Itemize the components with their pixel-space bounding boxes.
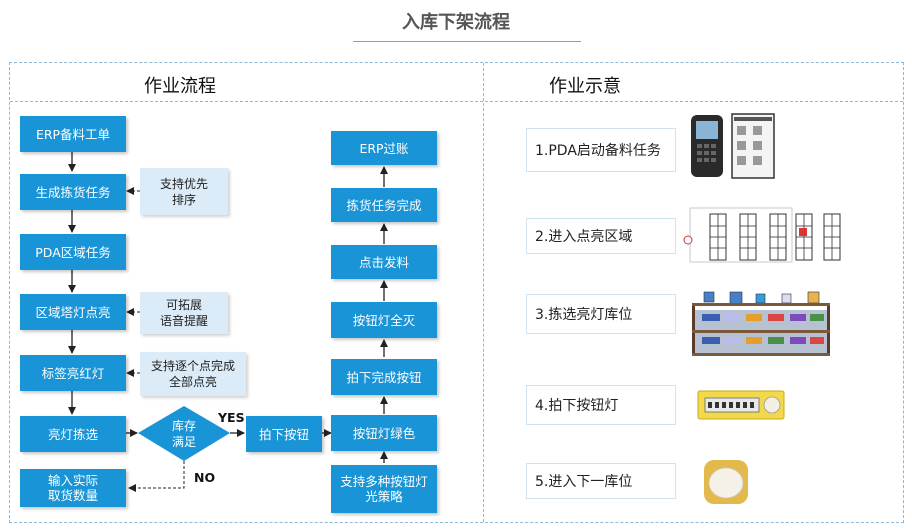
- flow-box-press-complete: 拍下完成按钮: [331, 359, 437, 395]
- note-priority-line-2: 排序: [171, 192, 196, 207]
- flow-box-click-issue: 点击发料: [331, 245, 437, 279]
- note-complete-line-2: 全部点亮: [168, 375, 217, 389]
- flow-box-tower-light: 区域塔灯点亮: [20, 294, 126, 330]
- right-section-title: 作业示意: [549, 76, 621, 97]
- note-voice-line-2: 语音提醒: [159, 314, 208, 328]
- shelf-zone-image: [683, 207, 841, 263]
- flow-box-lights-off: 按钮灯全灭: [331, 302, 437, 338]
- pda-device-image: [691, 113, 775, 179]
- input-qty-line-2: 取货数量: [47, 488, 98, 503]
- step-3: 3.拣选亮灯库位: [526, 294, 676, 334]
- flow-box-erp-post: ERP过账: [331, 131, 437, 165]
- step-1: 1.PDA启动备料任务: [526, 128, 676, 172]
- note-voice-line-1: 可拓展: [165, 298, 202, 312]
- flow-box-generate-task: 生成拣货任务: [20, 174, 126, 210]
- left-section-title: 作业流程: [144, 76, 216, 97]
- note-voice: 可拓展 语音提醒: [140, 292, 228, 334]
- flow-box-label-red: 标签亮红灯: [20, 355, 126, 391]
- round-button-image: [704, 460, 748, 504]
- column-divider: [483, 63, 484, 522]
- flow-box-light-strategies: 支持多种按钮灯光策略: [331, 465, 437, 513]
- decision-line-1: 库存: [172, 418, 196, 433]
- yes-label: YES: [218, 410, 245, 425]
- flow-box-green-light: 按钮灯绿色: [331, 415, 437, 451]
- note-complete-line-1: 支持逐个点完成: [150, 359, 235, 373]
- digital-button-image: [697, 390, 785, 420]
- flow-box-press-button: 拍下按钮: [246, 416, 322, 452]
- flow-box-light-picking: 亮灯拣选: [20, 416, 126, 452]
- page-title: 入库下架流程: [402, 12, 510, 33]
- decision-stock-sufficient: 库存 满足: [138, 406, 230, 461]
- step-4: 4.拍下按钮灯: [526, 385, 676, 425]
- flow-box-task-complete: 拣货任务完成: [331, 188, 437, 222]
- note-priority-line-1: 支持优先: [159, 176, 208, 191]
- step-2: 2.进入点亮区域: [526, 218, 676, 254]
- flow-box-pda-zone: PDA区域任务: [20, 234, 126, 270]
- no-label: NO: [194, 470, 216, 485]
- flow-box-erp-order: ERP备料工单: [20, 116, 126, 152]
- decision-diamond-shape: [138, 406, 230, 461]
- step-5: 5.进入下一库位: [526, 463, 676, 499]
- header-divider: [10, 101, 903, 102]
- main-panel: [9, 62, 904, 523]
- note-complete: 支持逐个点完成 全部点亮: [140, 352, 246, 396]
- title-underline: [353, 41, 581, 42]
- flow-box-input-qty: 输入实际 取货数量: [20, 469, 126, 507]
- input-qty-line-1: 输入实际: [47, 473, 98, 488]
- decision-line-2: 满足: [172, 435, 196, 449]
- note-priority: 支持优先 排序: [140, 168, 228, 215]
- picking-rack-image: [692, 291, 830, 356]
